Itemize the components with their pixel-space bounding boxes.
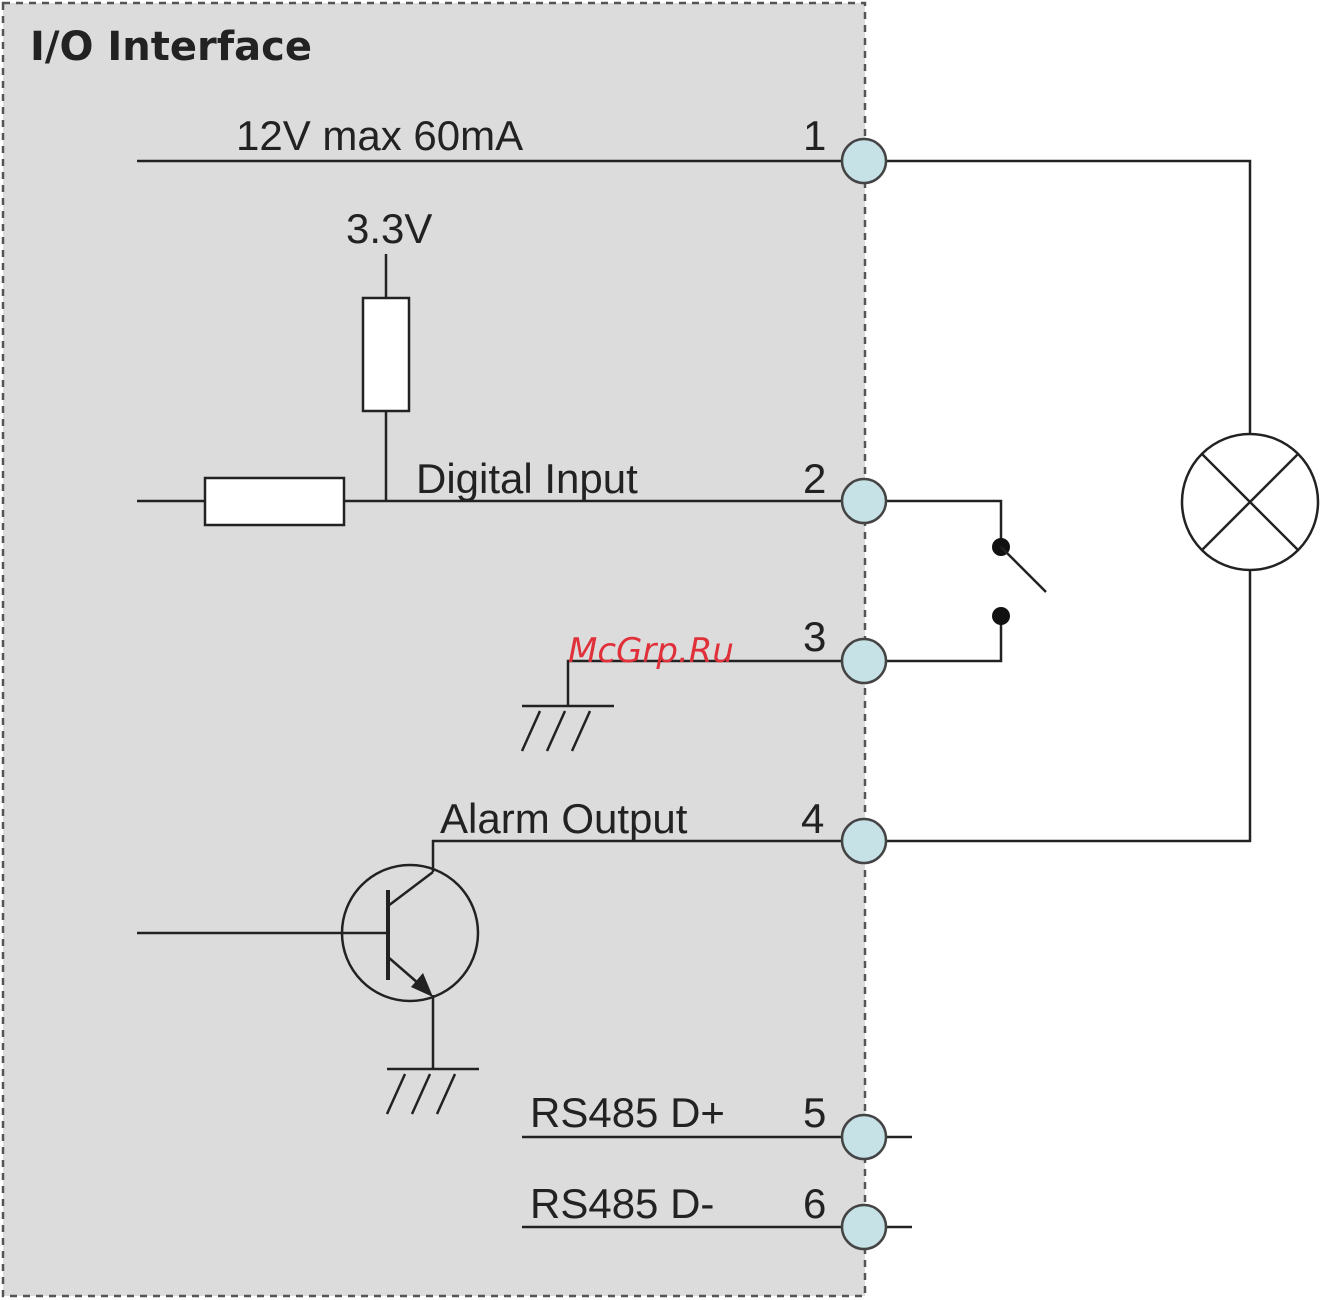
pullup-voltage-label: 3.3V — [346, 205, 432, 252]
terminal-2 — [842, 479, 886, 523]
pin-number-2: 2 — [803, 455, 826, 502]
panel-title: I/O Interface — [30, 24, 312, 70]
alarm-output-label: Alarm Output — [440, 795, 688, 842]
digital-input-label: Digital Input — [416, 455, 638, 502]
terminal-3 — [842, 639, 886, 683]
lamp-lower-wire — [865, 570, 1250, 841]
terminal-1 — [842, 139, 886, 183]
pin-number-3: 3 — [803, 613, 826, 660]
switch-icon — [992, 538, 1046, 625]
watermark-text: McGrp.Ru — [568, 631, 734, 671]
pin-number-1: 1 — [803, 112, 826, 159]
power-label: 12V max 60mA — [236, 112, 523, 159]
lamp-icon — [1182, 434, 1318, 570]
rs485-minus-label: RS485 D- — [530, 1180, 714, 1227]
pin-number-4: 4 — [801, 795, 824, 842]
io-interface-panel — [3, 3, 865, 1296]
pin-number-5: 5 — [803, 1089, 826, 1136]
pin-number-6: 6 — [803, 1180, 826, 1227]
terminal-4 — [842, 819, 886, 863]
series-resistor-icon — [205, 478, 344, 525]
terminal-6 — [842, 1205, 886, 1249]
pullup-resistor-icon — [363, 298, 409, 411]
lamp-upper-wire — [865, 161, 1250, 434]
rs485-plus-label: RS485 D+ — [530, 1089, 725, 1136]
terminal-5 — [842, 1115, 886, 1159]
